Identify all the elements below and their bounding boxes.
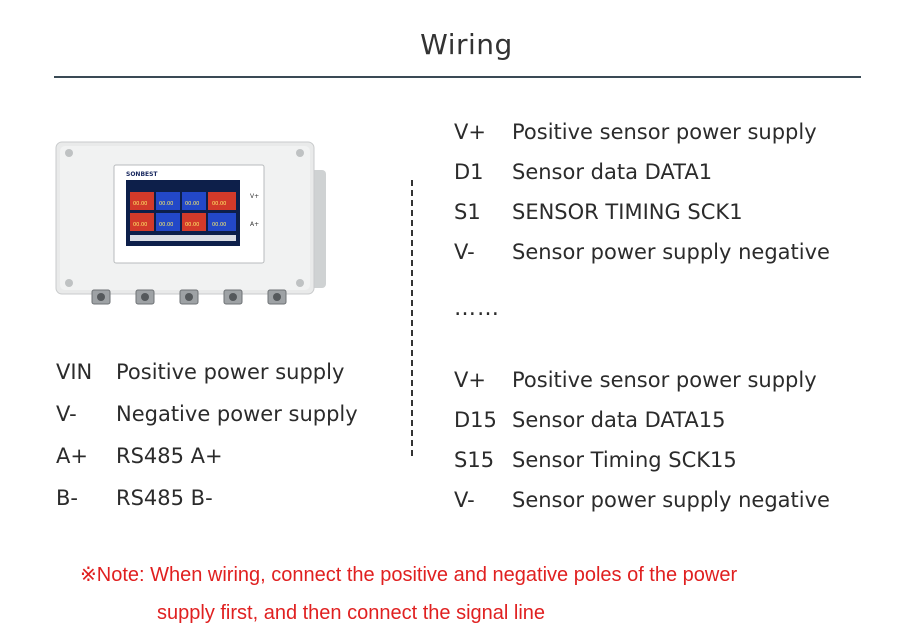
cell-value: 00.00 [133,222,147,228]
pin-desc: Positive sensor power supply [512,120,817,144]
pin-code: S1 [454,200,481,224]
pin-code: S15 [454,448,495,472]
pin-code: VIN [56,360,93,384]
pin-desc: RS485 B- [116,486,213,510]
cell-value: 00.00 [212,222,226,228]
device-side-label: A+ [250,221,259,228]
cell-value: 00.00 [133,201,147,207]
device-side-label: V+ [250,193,259,200]
pin-desc: Sensor power supply negative [512,488,830,512]
cell-value: 00.00 [159,201,173,207]
cell-value: 00.00 [185,222,199,228]
pin-desc: SENSOR TIMING SCK1 [512,200,743,224]
wiring-note-line2: supply first, and then connect the signa… [157,602,546,624]
device-brand: SONBEST [126,171,158,178]
device-photo: SONBEST 00.00 00.00 00.00 00.00 00.00 00… [55,141,326,305]
cell-value: 00.00 [212,201,226,207]
pin-code: V+ [454,368,486,392]
pin-code: V- [454,488,475,512]
pin-desc: Sensor power supply negative [512,240,830,264]
pin-desc: Positive sensor power supply [512,368,817,392]
pin-code: D1 [454,160,484,184]
pin-desc: Sensor data DATA1 [512,160,713,184]
pin-desc: Positive power supply [116,360,345,384]
pin-desc: RS485 A+ [116,444,223,468]
dashed-divider [411,180,413,456]
pin-desc: Sensor Timing SCK15 [512,448,737,472]
title-divider [54,76,861,78]
pin-code: D15 [454,408,497,432]
pin-code: V- [56,402,77,426]
pin-code: V- [454,240,475,264]
cell-value: 00.00 [185,201,199,207]
wiring-note-line1: ※Note: When wiring, connect the positive… [80,564,738,586]
pin-code: V+ [454,120,486,144]
ellipsis: …… [454,296,500,321]
pin-desc: Negative power supply [116,402,358,426]
pin-code: B- [56,486,78,510]
pin-desc: Sensor data DATA15 [512,408,726,432]
cell-value: 00.00 [159,222,173,228]
page-title: Wiring [420,28,513,61]
pin-code: A+ [56,444,88,468]
